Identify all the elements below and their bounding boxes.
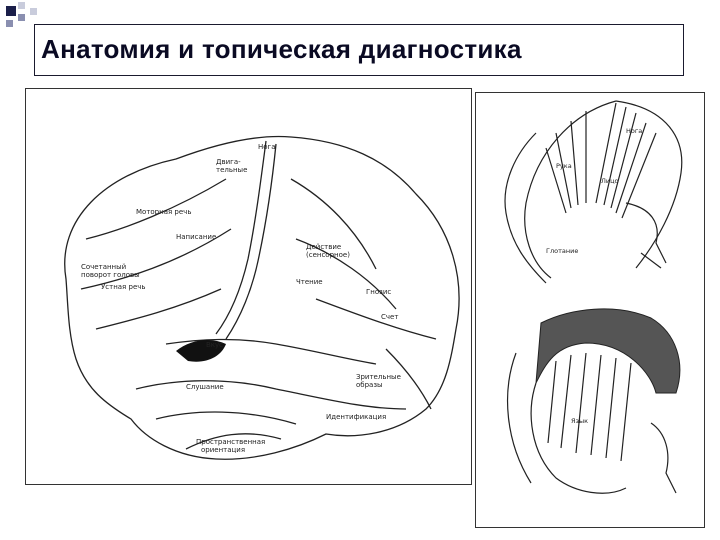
lower-section-shaded (535, 308, 681, 394)
svg-text:Глотание: Глотание (546, 247, 578, 255)
svg-text:Язык: Язык (571, 417, 588, 425)
brainstem-shape (176, 339, 226, 362)
svg-text:Сочетанный: Сочетанный (81, 263, 126, 271)
svg-text:Гнозис: Гнозис (366, 288, 391, 296)
svg-text:образы: образы (356, 381, 383, 389)
slide-decoration (0, 0, 60, 40)
svg-text:ориентация: ориентация (201, 446, 245, 454)
svg-text:Идентификация: Идентификация (326, 413, 386, 421)
svg-text:Нога: Нога (258, 143, 276, 151)
svg-text:Чтение: Чтение (296, 278, 323, 286)
svg-text:Вкус: Вкус (206, 341, 223, 349)
bullet-square-light-2 (30, 8, 37, 15)
svg-text:Моторная речь: Моторная речь (136, 208, 191, 216)
svg-text:тельные: тельные (216, 166, 247, 174)
svg-text:(сенсорное): (сенсорное) (306, 251, 350, 259)
svg-text:Нога: Нога (626, 127, 642, 135)
svg-text:Зрительные: Зрительные (356, 373, 401, 381)
svg-text:Пространственная: Пространственная (196, 438, 265, 446)
homunculus-figure: Лицо Рука Нога Глотание Язык (475, 92, 705, 528)
motor-sensory-homunculus-icon: Лицо Рука Нога Глотание Язык (504, 100, 683, 494)
svg-text:Устная речь: Устная речь (101, 283, 146, 291)
svg-text:Действие: Действие (306, 243, 341, 251)
svg-text:Слушание: Слушание (186, 383, 224, 391)
svg-text:Написание: Написание (176, 233, 216, 241)
title-frame: Анатомия и топическая диагностика (34, 24, 684, 76)
slide-title: Анатомия и топическая диагностика (41, 34, 522, 64)
svg-text:Рука: Рука (556, 162, 572, 170)
bullet-square-mid-2 (6, 20, 13, 27)
bullet-square-dark (6, 6, 16, 16)
svg-text:поворот головы: поворот головы (81, 271, 140, 279)
svg-text:Счет: Счет (381, 313, 398, 321)
bullet-square-mid (18, 14, 25, 21)
brain-lateral-function-map-icon: Нога Двига- тельные Моторная речь Сочета… (64, 135, 460, 460)
svg-text:Двига-: Двига- (216, 158, 241, 166)
bullet-square-light (18, 2, 25, 9)
svg-text:Лицо: Лицо (601, 177, 619, 185)
lateral-brain-figure: Нога Двига- тельные Моторная речь Сочета… (25, 88, 472, 485)
